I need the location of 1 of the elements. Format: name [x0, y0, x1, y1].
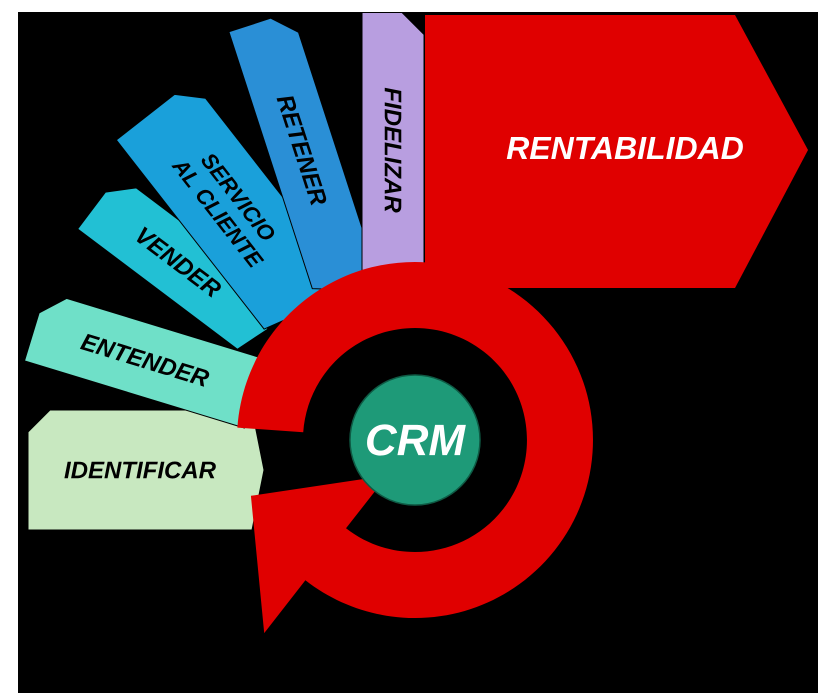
pointed-banner: IDENTIFICAR [28, 410, 265, 530]
